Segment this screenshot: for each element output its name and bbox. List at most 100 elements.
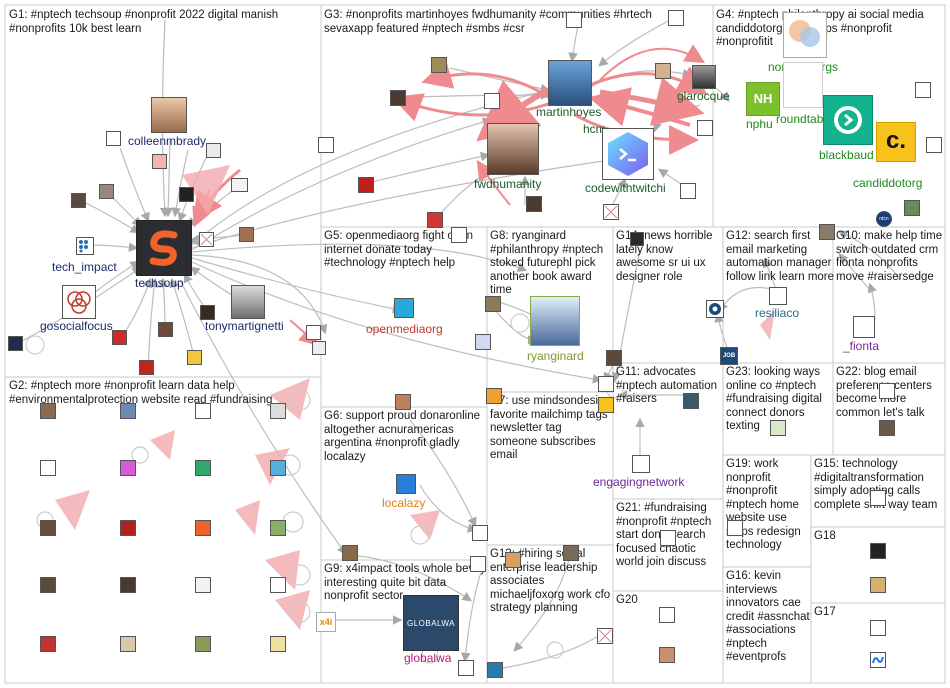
tech-impact-label[interactable]: tech_impact	[52, 260, 117, 274]
nonprofitorgs-logo-node[interactable]	[783, 12, 827, 58]
node-broken-image[interactable]	[199, 232, 214, 247]
g8-node-2[interactable]	[606, 350, 622, 366]
fwdhumanity-avatar[interactable]	[487, 123, 539, 175]
g20-node-2[interactable]	[659, 647, 675, 663]
g2-node-8[interactable]	[270, 460, 286, 476]
g4-node-2[interactable]	[926, 137, 942, 153]
g3-node-10[interactable]	[427, 212, 443, 228]
nphu-label[interactable]: nphu	[746, 117, 773, 131]
g3-node-2[interactable]	[390, 90, 406, 106]
node-logo-g1-right[interactable]	[306, 325, 321, 340]
engagingnetwork-logo-node[interactable]	[632, 455, 650, 473]
g2-node-19[interactable]	[195, 636, 211, 652]
g2-node-18[interactable]	[120, 636, 136, 652]
localazy-label[interactable]: localazy	[382, 496, 426, 510]
fionta-logo-node[interactable]	[853, 316, 875, 338]
g22-node-2[interactable]	[879, 420, 895, 436]
node-avatar-6[interactable]	[200, 305, 215, 320]
resiliaco-label[interactable]: resiliaco	[755, 306, 800, 320]
g5-node-1[interactable]	[451, 227, 467, 243]
g9-node-4[interactable]	[487, 662, 503, 678]
g6-node-1[interactable]	[472, 525, 488, 541]
g3-node-11[interactable]	[526, 196, 542, 212]
codewithtwitchi-label[interactable]: codewithtwitchi	[585, 181, 666, 195]
g3-node-5[interactable]	[668, 10, 684, 26]
g2-node-13[interactable]	[40, 577, 56, 593]
candiddotorg-label[interactable]: candiddotorg	[853, 176, 923, 190]
g17-node-1[interactable]	[870, 620, 886, 636]
g22-node-1[interactable]	[879, 383, 895, 399]
g2-node-6[interactable]	[120, 460, 136, 476]
g3-broken-image[interactable]	[603, 204, 619, 220]
techsoup-logo-node[interactable]	[136, 220, 192, 276]
blackbaud-logo-node[interactable]	[823, 95, 873, 145]
g8-node-1[interactable]	[485, 296, 501, 312]
g23-node-1[interactable]	[770, 420, 786, 436]
tech-impact-logo-node[interactable]	[76, 237, 94, 255]
g9-node-2[interactable]	[470, 556, 486, 572]
g2-node-9[interactable]	[40, 520, 56, 536]
fionta-label[interactable]: _fionta	[843, 339, 880, 353]
g2-node-15[interactable]	[195, 577, 211, 593]
x4i-logo-node[interactable]: x4i	[316, 612, 336, 632]
g2-node-2[interactable]	[120, 403, 136, 419]
g7-node-2[interactable]	[598, 376, 614, 392]
g19-node-1[interactable]	[727, 520, 743, 536]
g3-node-9[interactable]	[358, 177, 374, 193]
node-avatar-5[interactable]	[158, 322, 173, 337]
codewithtwitchi-logo-node[interactable]	[602, 128, 654, 180]
g10-node-1[interactable]	[819, 224, 835, 240]
g9-node-1[interactable]	[342, 545, 358, 561]
g13-node-1[interactable]	[563, 545, 579, 561]
node-avatar-1[interactable]	[71, 193, 86, 208]
gosocialfocus-logo-node[interactable]	[62, 285, 96, 319]
fwdhumanity-label[interactable]: fwdhumanity	[474, 177, 542, 191]
g14-node-1[interactable]	[630, 232, 644, 246]
g3-node-3[interactable]	[484, 93, 500, 109]
node-logo-red[interactable]	[112, 330, 127, 345]
g2-node-11[interactable]	[195, 520, 211, 536]
g15-node-1[interactable]	[870, 490, 886, 506]
g2-node-12[interactable]	[270, 520, 286, 536]
openmediaorg-label[interactable]: openmediaorg	[366, 322, 443, 336]
colleenmbrady-avatar[interactable]	[151, 97, 187, 133]
nphu-logo-node[interactable]: NH	[746, 82, 780, 116]
techsoup-label[interactable]: techsoup	[135, 276, 184, 290]
node-avatar-3[interactable]	[239, 227, 254, 242]
g2-node-20[interactable]	[270, 636, 286, 652]
g4-node-4[interactable]	[904, 200, 920, 216]
node-logo-red2[interactable]	[139, 360, 154, 375]
hcm-label[interactable]: hcm	[583, 122, 606, 136]
glarocque-label[interactable]: glarocque	[677, 89, 730, 103]
gosocialfocus-label[interactable]: gosocialfocus	[40, 319, 113, 333]
g3-node-12[interactable]	[680, 183, 696, 199]
martinhoyes-label[interactable]: martinhoyes	[536, 105, 602, 119]
g21-node-1[interactable]	[660, 530, 676, 546]
node-logo-yellow[interactable]	[187, 350, 202, 365]
g3-node-4[interactable]	[566, 12, 582, 28]
tonymartignetti-label[interactable]: tonymartignetti	[205, 319, 284, 333]
globalwa-label[interactable]: globalwa	[404, 651, 452, 665]
g3-node-7[interactable]	[697, 120, 713, 136]
g11-node-1[interactable]	[683, 393, 699, 409]
blackbaud-label[interactable]: blackbaud	[819, 148, 874, 162]
g18-node-2[interactable]	[870, 577, 886, 593]
resiliaco-logo-node[interactable]	[769, 287, 787, 305]
g13-broken-image[interactable]	[597, 628, 613, 644]
g2-node-14[interactable]	[120, 577, 136, 593]
openmediaorg-logo-node[interactable]	[394, 298, 414, 318]
candiddotorg-logo-node[interactable]: c.	[876, 122, 916, 162]
g20-node-1[interactable]	[659, 607, 675, 623]
node-52-icon[interactable]	[106, 131, 121, 146]
node-avatar-2[interactable]	[99, 184, 114, 199]
colleenmbrady-label[interactable]: colleenmbrady	[128, 134, 207, 148]
engagingnetwork-label[interactable]: engagingnetwork	[593, 475, 685, 489]
g5-node-3[interactable]	[395, 394, 411, 410]
g5-node-2[interactable]	[475, 334, 491, 350]
node-asana-icon[interactable]	[152, 154, 167, 169]
tonymartignetti-avatar[interactable]	[231, 285, 265, 319]
localazy-logo-node[interactable]	[396, 474, 416, 494]
g3-node-6[interactable]	[655, 63, 671, 79]
g4-node-1[interactable]	[915, 82, 931, 98]
g2-node-16[interactable]	[270, 577, 286, 593]
